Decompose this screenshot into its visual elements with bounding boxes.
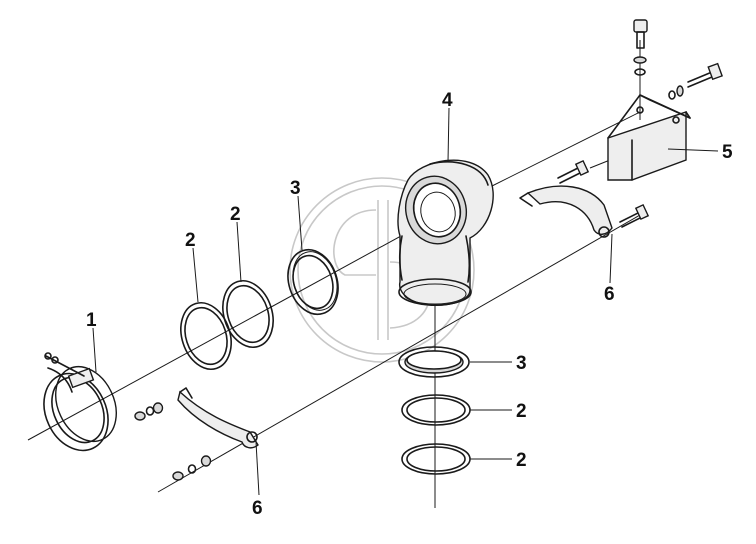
leader-lines — [92, 107, 719, 496]
callout-part-3-seal-lower: 3 — [516, 353, 527, 374]
elbow-pipe — [397, 159, 494, 306]
half-clamp-bolt-right — [619, 203, 650, 228]
gasket-left-2 — [222, 280, 274, 348]
seal-ring-left — [287, 248, 339, 316]
nut-and-washers-lower — [172, 455, 212, 481]
callout-part-5-bracket: 5 — [722, 142, 733, 163]
half-clamp-lower — [177, 387, 259, 449]
callout-part-3-seal-left: 3 — [290, 178, 301, 199]
bracket-bolt-vertical — [633, 19, 648, 76]
mounting-bracket — [607, 94, 691, 181]
callout-part-2-gasket-left-1: 2 — [185, 230, 196, 251]
nut-and-washers-left — [134, 402, 164, 421]
seal-ring-lower — [398, 346, 470, 378]
callout-labels: 1 2 2 3 4 5 6 3 2 2 6 — [86, 90, 733, 519]
callout-part-4-elbow: 4 — [442, 90, 453, 111]
half-clamp-upper — [519, 185, 613, 238]
half-clamp-bolt-upper — [557, 159, 590, 184]
assembly-axis-lines — [27, 40, 641, 508]
v-band-clamp — [43, 352, 117, 452]
bracket-bolt-horizontal — [668, 62, 723, 100]
gasket-lower-1 — [401, 394, 471, 426]
callout-part-1: 1 — [86, 310, 97, 331]
callout-part-2-gasket-left-2: 2 — [230, 204, 241, 225]
callout-part-2-gasket-lower-2: 2 — [516, 450, 527, 471]
gasket-left-1 — [180, 302, 232, 370]
callout-part-6-clamp-lower: 6 — [252, 498, 263, 519]
callout-part-2-gasket-lower-1: 2 — [516, 401, 527, 422]
gasket-lower-2 — [401, 443, 471, 475]
callout-part-6-clamp-upper: 6 — [604, 284, 615, 305]
